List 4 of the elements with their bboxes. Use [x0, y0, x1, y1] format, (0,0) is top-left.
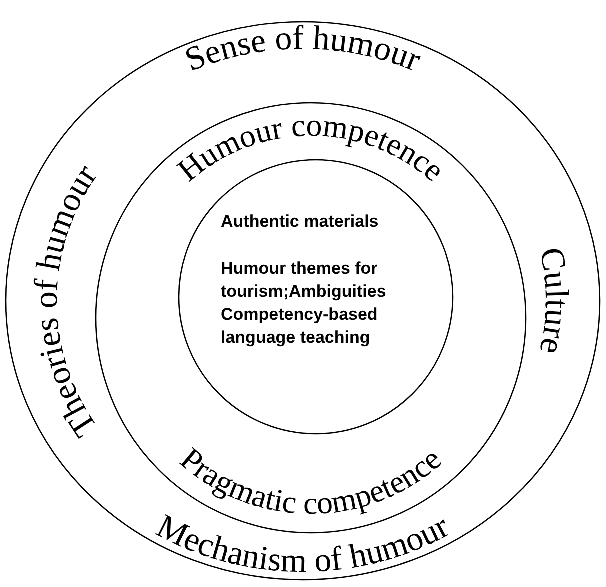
list-item: Humour themes for tourism;Ambiguities: [221, 258, 388, 303]
list-item: Authentic materials: [221, 211, 380, 233]
curved-label: Sense of humour: [180, 20, 426, 80]
list-item: Competency-based language teaching: [221, 304, 379, 349]
